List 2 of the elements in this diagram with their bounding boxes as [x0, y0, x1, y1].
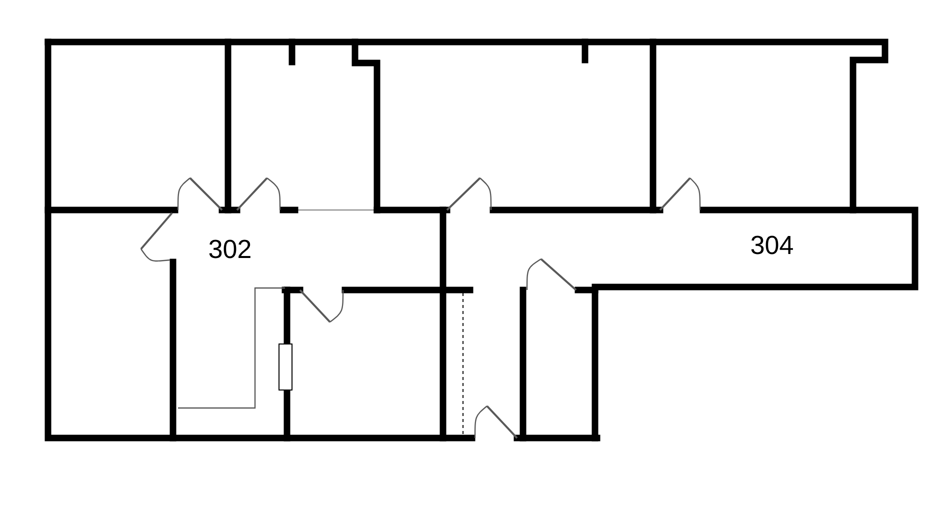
- room-number: 304: [751, 236, 793, 254]
- room-number: 302: [209, 240, 250, 258]
